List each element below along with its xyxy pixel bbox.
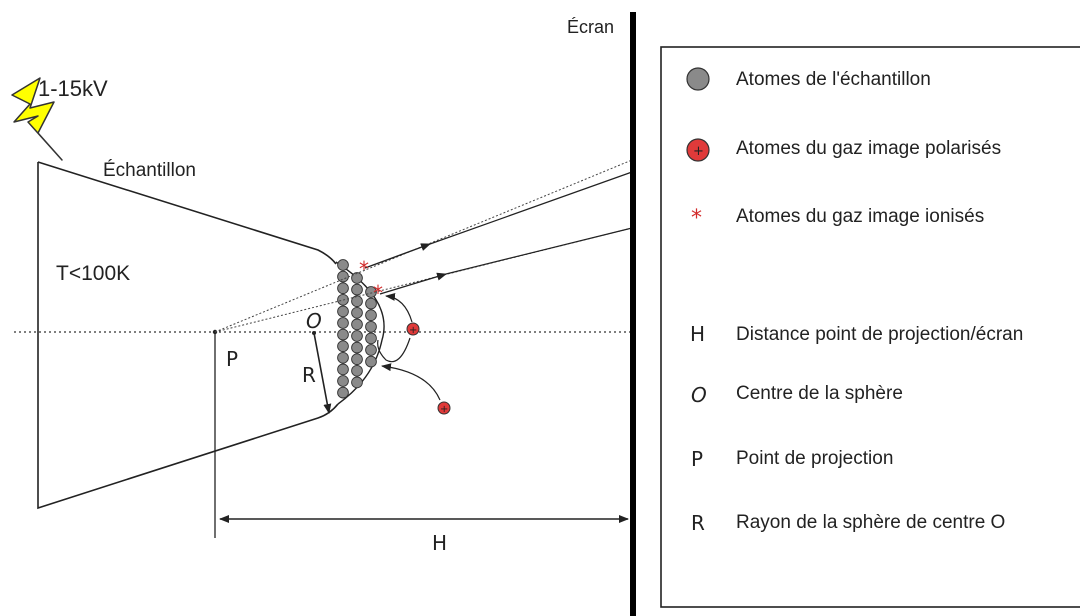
sample-atom-20: [351, 364, 363, 377]
sample-atom-9: [337, 363, 349, 376]
legend-asterisk-icon: *: [691, 206, 702, 231]
legend-symbol-p: P: [691, 447, 703, 471]
sample-atom-0: [337, 259, 349, 271]
sample-atom-3: [337, 293, 349, 306]
ion-trajectory-lower-tail: [445, 227, 633, 275]
legend-symbol-o: O: [691, 383, 707, 407]
sample-atom-18: [351, 341, 363, 354]
ionized-atom-marker-1: *: [359, 257, 369, 281]
sample-atom-14: [351, 295, 363, 308]
sample-atom-19: [351, 353, 363, 366]
polarized-atom-2: [437, 401, 451, 415]
screen-bar: [630, 12, 636, 616]
sample-atom-21: [351, 376, 363, 389]
sample-atom-24: [365, 309, 377, 322]
polarized-atom-path-2: [381, 363, 441, 401]
sample-atom-8: [337, 351, 349, 364]
sample-atom-6: [337, 328, 349, 341]
sample-atom-17: [351, 330, 363, 342]
sample-atom-16: [351, 318, 363, 331]
temperature-label: T<100K: [56, 262, 130, 285]
sample-atom-4: [337, 305, 349, 318]
polarized-atom-1: [406, 322, 420, 336]
polarized-atom-path-1b: [385, 292, 413, 323]
ion-trajectory-upper: [364, 243, 431, 269]
legend: Atomes de l'échantillon + Atomes du gaz …: [660, 46, 1080, 608]
legend-symbol-r: R: [691, 511, 705, 535]
legend-item-sample-atoms: Atomes de l'échantillon: [736, 69, 931, 90]
sample-atom-27: [365, 344, 377, 356]
legend-polarized-atom-icon: [686, 138, 710, 162]
polarized-atom-1-sign: +: [409, 325, 417, 336]
lightning-bolt-icon: [11, 77, 63, 161]
o-label: O: [306, 309, 322, 333]
polarized-atom-2-sign: +: [440, 404, 448, 415]
sample-atom-5: [337, 317, 349, 329]
sample-atom-15: [351, 306, 363, 319]
legend-item-distance: Distance point de projection/écran: [736, 324, 1023, 345]
sample-atom-1: [337, 270, 349, 283]
sample-atoms-cluster: [337, 259, 377, 399]
p-label: P: [226, 347, 238, 371]
sample-atom-22: [365, 286, 377, 298]
sample-atom-23: [365, 297, 377, 310]
sample-atom-12: [351, 272, 363, 284]
legend-grey-atom-icon: [686, 67, 710, 91]
radius-arrow: [313, 332, 332, 414]
voltage-label: 1-15kV: [38, 76, 108, 101]
legend-symbol-h: H: [690, 322, 705, 346]
r-label: R: [302, 363, 316, 387]
legend-item-ionized-atoms: Atomes du gaz image ionisés: [736, 206, 984, 227]
sample-atom-2: [337, 282, 349, 295]
legend-item-radius: Rayon de la sphère de centre O: [736, 512, 1005, 533]
ion-trajectory-lower: [379, 272, 447, 295]
h-label: H: [432, 531, 447, 555]
sample-atom-25: [365, 320, 377, 333]
ionized-atom-marker-2: *: [373, 281, 383, 305]
sample-label: Échantillon: [103, 160, 196, 181]
ion-trajectory-upper-tail: [429, 171, 633, 245]
screen-label: Écran: [567, 17, 614, 37]
legend-item-projection-point: Point de projection: [736, 448, 893, 469]
polarized-atom-path-1: [377, 337, 411, 363]
sample-atom-10: [337, 375, 349, 387]
legend-box: [660, 46, 1080, 608]
sample-atom-28: [365, 355, 377, 368]
sample-atom-11: [337, 386, 349, 399]
sample-atom-7: [337, 340, 349, 353]
sample-shape: [37, 161, 339, 510]
sample-atom-26: [365, 332, 377, 345]
legend-item-sphere-center: Centre de la sphère: [736, 383, 903, 404]
legend-item-polarized-atoms: Atomes du gaz image polarisés: [736, 138, 1001, 159]
legend-polarized-atom-sign: +: [693, 144, 704, 159]
sample-atom-13: [351, 283, 363, 296]
